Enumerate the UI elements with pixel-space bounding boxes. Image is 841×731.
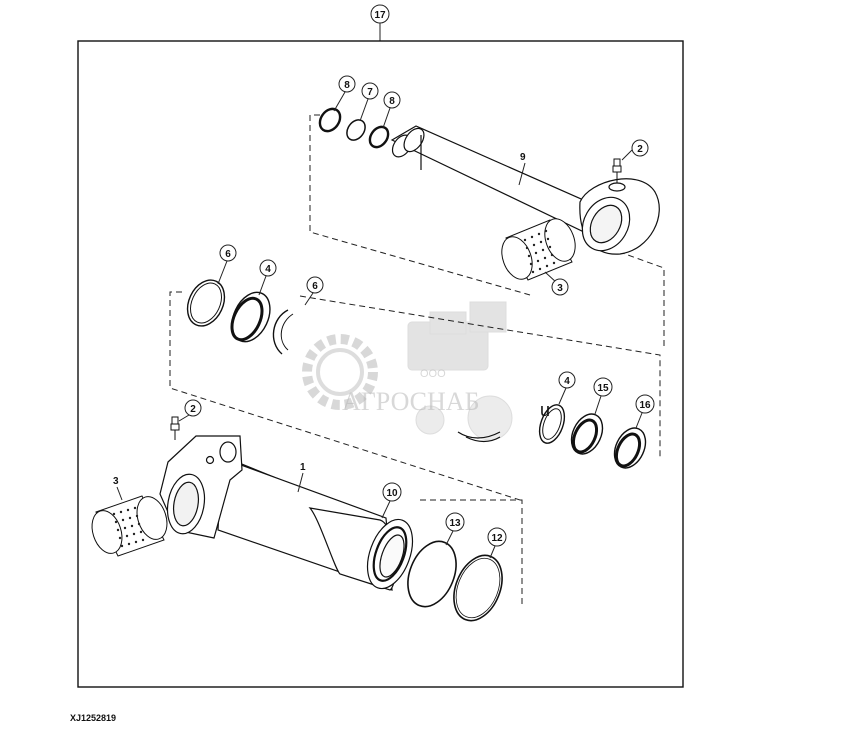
callout-8-top: 8 [333,75,356,112]
svg-text:3: 3 [113,476,119,487]
callout-3-bottom: 3 [113,476,123,501]
partial-seal-curves [457,431,501,443]
svg-text:10: 10 [386,488,398,499]
svg-text:17: 17 [374,10,386,21]
piston-seal-4-right [538,404,566,444]
svg-text:13: 13 [449,518,461,529]
figure-id: XJ1252819 [70,713,117,723]
callout-1: 1 [297,462,306,493]
callout-6-right: 6 [304,276,324,306]
backup-ring-12 [453,554,503,622]
svg-text:16: 16 [639,400,651,411]
callout-10: 10 [381,482,402,519]
seal-15 [570,413,604,455]
svg-text:ООО: ООО [420,368,446,380]
callout-15: 15 [593,377,613,415]
svg-text:9: 9 [520,152,526,163]
callout-16: 16 [635,394,655,429]
grease-fitting-2-bottom [170,416,180,440]
svg-text:8: 8 [389,96,395,107]
callout-6-left: 6 [217,244,237,285]
agrosnab-watermark: ООО АГРОСНАБ [302,301,513,441]
svg-text:7: 7 [367,87,373,98]
svg-text:6: 6 [225,249,231,260]
callout-4-left: 4 [258,259,277,296]
cylinder-barrel-1 [159,435,414,591]
partial-label: u [540,400,550,420]
svg-text:4: 4 [265,264,271,275]
gear-icon [302,334,378,410]
svg-text:АГРОСНАБ: АГРОСНАБ [342,387,480,416]
svg-text:2: 2 [190,404,196,415]
callout-13: 13 [445,512,465,546]
callout-9: 9 [518,152,526,186]
callout-8-second: 8 [382,91,401,129]
callout-7: 7 [359,82,379,122]
seal-ring-8-second [368,125,390,149]
svg-text:12: 12 [491,533,503,544]
svg-text:4: 4 [564,376,570,387]
callout-3-top: 3 [544,271,569,296]
diagram-frame [77,40,684,688]
barrel-group-dashed-outline [420,499,523,606]
svg-text:1: 1 [300,462,306,473]
svg-text:15: 15 [597,383,609,394]
wear-ring-6-left [186,279,226,327]
callout-2-bottom: 2 [178,399,202,422]
piston-group-dashed-outline [169,291,661,501]
svg-text:6: 6 [312,281,318,292]
assembly-callout-17: 17 [370,4,390,41]
wear-ring-6-right [272,309,294,355]
piston-seal-4-left [230,291,271,343]
grease-fitting-2-top [612,158,622,183]
seal-ring-8-top [318,107,342,133]
svg-text:3: 3 [557,283,563,294]
svg-text:2: 2 [637,144,643,155]
callout-12: 12 [487,527,507,559]
bushing-3-top [501,218,576,281]
svg-text:8: 8 [344,80,350,91]
o-ring-13 [407,540,457,608]
piston-rod-9 [390,125,660,255]
callout-2-top: 2 [621,139,649,161]
combine-harvester-icon [407,301,513,441]
callout-4-right: 4 [558,371,576,405]
seal-16 [613,427,647,469]
backup-ring-7 [346,119,366,141]
bushing-3-bottom [91,495,168,557]
